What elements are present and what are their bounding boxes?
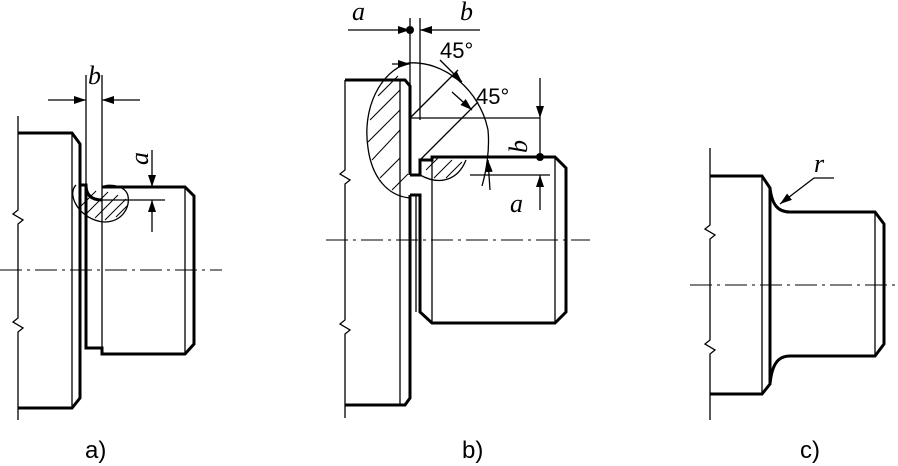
caption-a: a) (85, 437, 106, 464)
break-line-c (703, 148, 717, 420)
large-body-c (710, 174, 772, 396)
dim-label-a-a: a (125, 152, 154, 165)
large-body-a (18, 131, 82, 410)
view-b: 45° 45° a b b a b) (326, 0, 590, 464)
dim-point-top (406, 26, 414, 34)
dim-label-a-right: a (510, 189, 523, 218)
small-shaft-a (80, 183, 196, 356)
view-c: r c) (690, 148, 898, 464)
radius-label-c: r (814, 149, 825, 178)
view-a: b a a) (0, 61, 222, 464)
angle-label-2: 45° (476, 84, 509, 109)
dim-label-a-top: a (352, 0, 365, 26)
hatch-b (366, 62, 467, 199)
dim-point-right (536, 153, 544, 161)
dim-label-b-right: b (504, 140, 533, 153)
small-shaft-c (768, 187, 886, 385)
dim-label-b-top: b (460, 0, 473, 26)
angle-label-1: 45° (440, 38, 473, 63)
caption-c: c) (800, 437, 820, 464)
caption-b: b) (462, 437, 483, 464)
dim-label-b-a: b (88, 61, 101, 90)
large-body-b (345, 78, 412, 407)
break-line-a (11, 116, 25, 420)
break-line-b (338, 80, 352, 418)
